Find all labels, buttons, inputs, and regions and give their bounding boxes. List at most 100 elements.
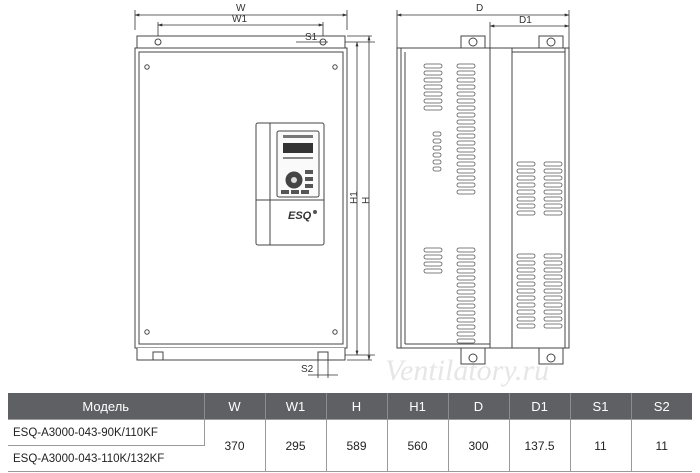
mount-hole-top-left xyxy=(154,38,162,46)
vent-slot xyxy=(543,253,563,259)
vent-slot xyxy=(432,166,442,172)
vent-slot xyxy=(543,274,563,280)
vent-slot xyxy=(516,295,536,301)
vent-slot xyxy=(456,77,476,83)
vent-slot xyxy=(456,154,476,160)
vent-slot xyxy=(432,159,442,165)
vent-slot xyxy=(543,323,563,329)
vent-slot xyxy=(516,316,536,322)
logo-text: ESQ xyxy=(288,210,312,222)
vent-slot xyxy=(516,323,536,329)
value-w1: 295 xyxy=(265,419,327,472)
vent-slot xyxy=(456,119,476,125)
vent-slot xyxy=(456,140,476,146)
header-h: H xyxy=(326,393,388,420)
vent-slot xyxy=(516,196,536,202)
vent-slot xyxy=(516,288,536,294)
table-row: ESQ-A3000-043-110K/132KF xyxy=(8,445,692,472)
vent-slot xyxy=(543,203,563,209)
s1-label: S1 xyxy=(305,32,318,43)
vent-slot xyxy=(456,289,476,295)
vent-slot xyxy=(516,274,536,280)
vent-slot xyxy=(456,324,476,330)
vent-slot xyxy=(456,261,476,267)
vent-slot xyxy=(456,247,476,253)
vent-slot xyxy=(516,309,536,315)
header-s2: S2 xyxy=(631,393,692,420)
model-cell: ESQ-A3000-043-110K/132KF xyxy=(8,445,204,472)
vent-slot xyxy=(516,203,536,209)
vent-slot xyxy=(516,161,536,167)
vent-slot xyxy=(423,261,443,267)
vent-slot xyxy=(543,302,563,308)
h-label: H xyxy=(361,197,372,204)
w-label: W xyxy=(236,3,246,14)
front-inner-panel xyxy=(138,51,344,345)
header-d1: D1 xyxy=(509,393,571,420)
vent-slot xyxy=(423,254,443,260)
vent-slot xyxy=(543,196,563,202)
vent-slot xyxy=(456,275,476,281)
vent-slot xyxy=(423,70,443,76)
mount-slot-bottom-right xyxy=(317,351,329,360)
s2-label: S2 xyxy=(301,364,314,375)
vent-slot xyxy=(456,189,476,195)
vent-slot xyxy=(456,310,476,316)
vent-slot xyxy=(543,161,563,167)
vent-slot xyxy=(423,63,443,69)
vent-slot xyxy=(543,175,563,181)
vent-slot xyxy=(456,91,476,97)
vent-slot xyxy=(456,268,476,274)
vent-slot xyxy=(456,331,476,337)
vent-slot xyxy=(456,182,476,188)
side-body xyxy=(396,47,570,349)
vent-slot xyxy=(456,84,476,90)
h1-label: H1 xyxy=(349,191,360,204)
spec-table: Модель W W1 H H1 D D1 S1 S2 ESQ-A3000-04… xyxy=(8,393,692,472)
vent-slot xyxy=(423,77,443,83)
vent-slot xyxy=(543,267,563,273)
vent-slot xyxy=(543,316,563,322)
front-view: ESQ xyxy=(134,35,348,361)
value-d1: 137.5 xyxy=(509,419,571,472)
side-dimensions xyxy=(396,10,570,48)
vent-slot xyxy=(423,84,443,90)
w1-label: W1 xyxy=(232,14,247,25)
vent-slot xyxy=(456,147,476,153)
value-s1: 11 xyxy=(570,419,632,472)
vent-slot xyxy=(543,281,563,287)
vent-slot xyxy=(516,175,536,181)
vent-slot xyxy=(423,91,443,97)
dimension-drawing: Ventilatory.ru ESQ xyxy=(134,3,570,387)
vent-slot xyxy=(432,131,442,137)
vent-slot xyxy=(516,210,536,216)
vent-slot xyxy=(432,138,442,144)
vent-slot xyxy=(456,126,476,132)
value-d: 300 xyxy=(448,419,510,472)
vent-slot xyxy=(543,288,563,294)
vent-slot xyxy=(543,295,563,301)
header-s1: S1 xyxy=(570,393,632,420)
value-h: 589 xyxy=(326,419,388,472)
d-label: D xyxy=(476,3,483,14)
vent-slot xyxy=(516,182,536,188)
vent-slot xyxy=(543,210,563,216)
vent-slot xyxy=(516,267,536,273)
side-view xyxy=(396,35,570,365)
vent-slot xyxy=(516,168,536,174)
vent-slot xyxy=(456,338,476,344)
vent-slot xyxy=(423,247,443,253)
vent-slot xyxy=(456,254,476,260)
table-header-row: Модель W W1 H H1 D D1 S1 S2 xyxy=(8,393,692,420)
vent-slot xyxy=(456,63,476,69)
vent-slot xyxy=(423,268,443,274)
vent-slot xyxy=(543,168,563,174)
table-row: ESQ-A3000-043-90K/110KF 370 295 589 560 … xyxy=(8,419,692,472)
vent-slot xyxy=(456,303,476,309)
front-dimensions xyxy=(134,10,375,378)
vent-slot xyxy=(456,133,476,139)
header-w1: W1 xyxy=(265,393,327,420)
header-d: D xyxy=(448,393,510,420)
d1-label: D1 xyxy=(519,15,532,26)
vent-slot xyxy=(516,189,536,195)
